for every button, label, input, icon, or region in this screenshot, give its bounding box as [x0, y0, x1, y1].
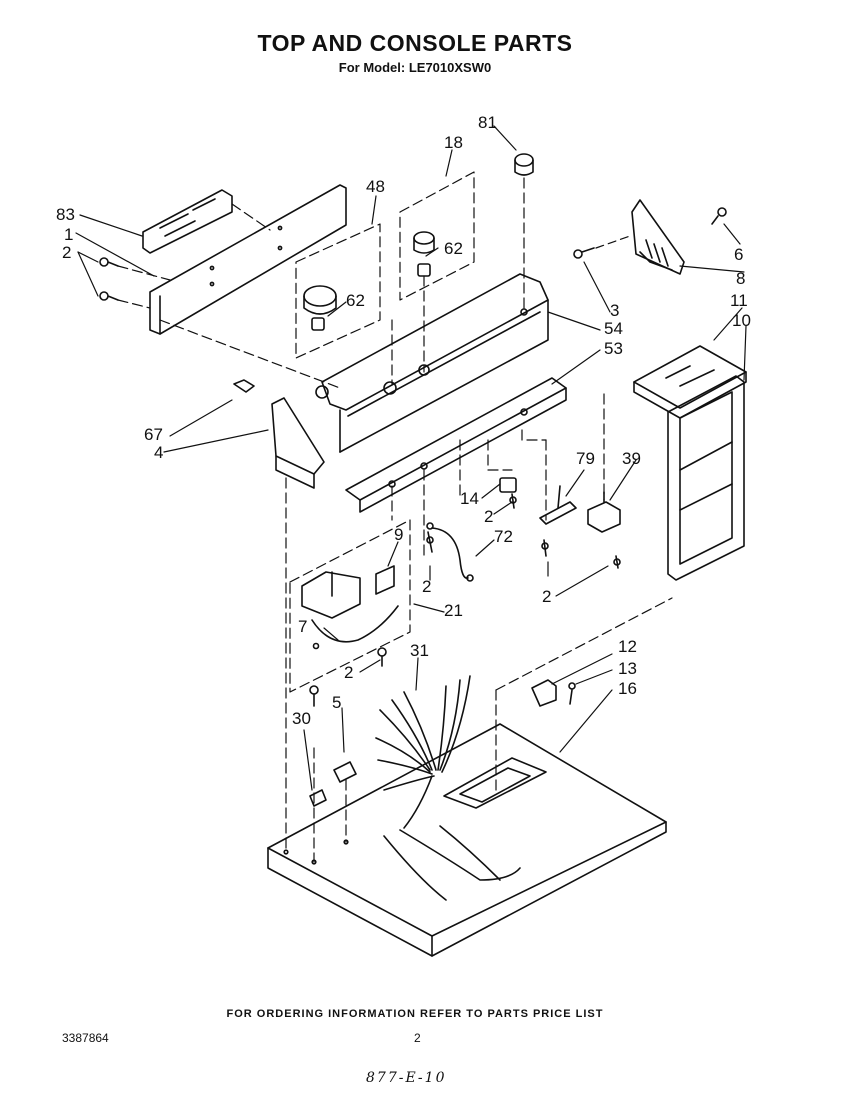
page-number: 2: [414, 1031, 421, 1045]
callout-label: 48: [366, 177, 385, 196]
hinge-part: [531, 679, 576, 707]
callout-label: 2: [344, 663, 353, 682]
callout-label: 39: [622, 449, 641, 468]
callout-label: 7: [298, 617, 307, 636]
callout-label: 18: [444, 133, 463, 152]
callout-label: 62: [346, 291, 365, 310]
callout-label: 14: [460, 489, 479, 508]
console-bracket-part: [142, 189, 233, 254]
callout-label: 62: [444, 239, 463, 258]
callout-label: 81: [478, 113, 497, 132]
console-part: [315, 273, 549, 453]
clip-part: [333, 761, 357, 783]
callout-label: 83: [56, 205, 75, 224]
rear-console-panel-part: [149, 184, 347, 335]
callout-label: 2: [484, 507, 493, 526]
callout-label: 10: [732, 311, 751, 330]
callout-labels: 83 1 2 2 48 18 81 62 62 3 54 53 6 8 11 1…: [56, 113, 751, 728]
lint-opening-part: [443, 757, 547, 809]
clip-part: [309, 789, 327, 807]
screw-part: [426, 493, 621, 569]
screw-part: [573, 207, 727, 259]
callout-label: 53: [604, 339, 623, 358]
screw-part: [309, 647, 387, 707]
callout-label: 3: [610, 301, 619, 320]
timer-part: [301, 565, 395, 619]
console-trim-part: [345, 377, 567, 513]
callout-label: 11: [730, 291, 748, 310]
knob-clip-part: [233, 379, 255, 393]
lint-filter-housing-part: [667, 375, 745, 581]
callout-label: 8: [736, 269, 745, 288]
callout-label: 6: [734, 245, 743, 264]
callout-label: 5: [332, 693, 341, 712]
lint-screen-part: [633, 345, 747, 419]
wire-harness-part: [426, 522, 474, 582]
selector-switch-part: [539, 485, 577, 525]
callout-label: 72: [494, 527, 513, 546]
callout-label: 9: [394, 525, 403, 544]
callout-label: 1: [64, 225, 73, 244]
callout-label: 2: [422, 577, 431, 596]
callout-label: 12: [618, 637, 637, 656]
model-subtitle: For Model: LE7010XSW0: [338, 60, 492, 75]
callout-label: 67: [144, 425, 163, 444]
push-switch-part: [587, 491, 621, 533]
ordering-note: FOR ORDERING INFORMATION REFER TO PARTS …: [226, 1008, 604, 1020]
callout-label: 2: [62, 243, 71, 262]
document-number: 3387864: [62, 1031, 109, 1045]
main-wire-harness-part: [375, 675, 521, 901]
screw-part: [99, 257, 119, 301]
callout-label: 79: [576, 449, 595, 468]
callout-label: 21: [444, 601, 463, 620]
wire-harness-part: [311, 605, 399, 650]
callout-label: 2: [542, 587, 551, 606]
callout-label: 54: [604, 319, 623, 338]
left-end-cap-part: [271, 397, 325, 489]
callout-label: 30: [292, 709, 311, 728]
selector-knob-part: [413, 231, 435, 277]
thermostat-part: [499, 477, 517, 493]
callout-label: 4: [154, 443, 163, 462]
console-end-cap-part: [631, 199, 685, 275]
dryer-top-panel-part: [267, 723, 667, 957]
callout-label: 13: [618, 659, 637, 678]
callout-label: 16: [618, 679, 637, 698]
page-title: TOP AND CONSOLE PARTS: [257, 30, 573, 56]
push-knob-part: [514, 153, 534, 176]
callout-label: 31: [410, 641, 429, 660]
handwritten-code: 877-E-10: [366, 1070, 447, 1086]
timer-knob-part: [303, 285, 337, 331]
